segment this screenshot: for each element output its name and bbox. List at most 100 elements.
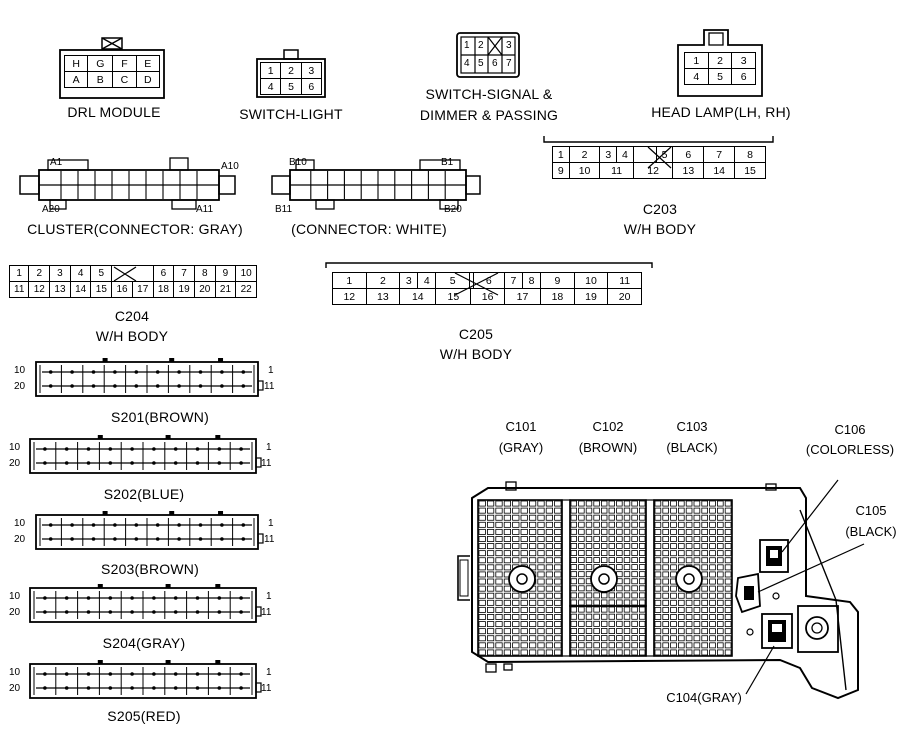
splice-pin-label: 1 — [266, 591, 272, 602]
splice-notch — [97, 584, 103, 588]
jb-terminal-cell — [520, 550, 528, 557]
jb-terminal-cell — [724, 564, 732, 571]
jb-terminal-cell — [495, 507, 503, 514]
jb-terminal-cell — [495, 585, 503, 592]
jb-terminal-cell — [578, 557, 585, 563]
splice-terminal — [86, 672, 91, 676]
jb-terminal-cell — [678, 635, 685, 642]
jb-terminal-cell — [495, 614, 503, 620]
jb-terminal-cell — [537, 557, 545, 564]
jb-terminal-cell — [545, 635, 554, 642]
c204-pin: 22 — [235, 281, 257, 298]
jb-terminal-cell — [578, 628, 585, 634]
jb-terminal-cell — [578, 521, 585, 528]
jb-terminal-cell — [570, 507, 577, 514]
splice-pin-label: 11 — [261, 683, 272, 694]
jb-terminal-cell — [578, 507, 585, 514]
jb-terminal-cell — [693, 642, 701, 649]
jb-terminal-cell — [478, 592, 486, 599]
jb-terminal-cell — [701, 599, 708, 606]
jb-terminal-cell — [724, 621, 732, 628]
jb-terminal-cell — [717, 606, 724, 613]
jb-terminal-cell — [709, 514, 716, 521]
jb-terminal-cell — [693, 635, 701, 642]
jb-terminal-cell — [529, 642, 537, 649]
jb-terminal-cell — [593, 606, 600, 613]
jb-terminal-cell — [717, 528, 724, 535]
c205-pin: 20 — [607, 288, 642, 305]
jb-terminal-cell — [662, 564, 669, 571]
jb-terminal-cell — [570, 606, 577, 613]
jb-terminal-cell — [662, 592, 669, 599]
jb-terminal-cell — [717, 500, 724, 507]
jb-terminal-cell — [529, 557, 537, 564]
jb-terminal-cell — [601, 543, 608, 549]
splice-terminal — [48, 537, 53, 541]
jb-terminal-cell — [529, 578, 537, 585]
jb-terminal-cell — [678, 557, 685, 564]
jb-terminal-cell — [724, 635, 732, 642]
jb-terminal-cell — [503, 500, 512, 507]
jb-terminal-cell — [495, 592, 503, 599]
jb-terminal-cell — [654, 621, 662, 628]
jb-terminal-cell — [529, 571, 537, 578]
splice-pin-label: 11 — [261, 458, 272, 469]
splice-terminal — [239, 447, 243, 451]
jb-terminal-cell — [478, 614, 486, 620]
jb-terminal-cell — [503, 599, 512, 606]
jb-terminal-cell — [608, 585, 615, 592]
jb-terminal-cell — [678, 614, 685, 620]
jb-terminal-cell — [670, 642, 677, 649]
switch-light-pin: 1 — [259, 62, 282, 79]
jb-terminal-cell — [537, 514, 545, 521]
jb-terminal-cell — [678, 592, 685, 599]
jb-terminal-cell — [654, 635, 662, 642]
c205-pin: 8 — [521, 272, 542, 289]
jb-connector-block — [477, 499, 563, 657]
jb-terminal-cell — [717, 628, 724, 635]
jb-terminal-cell — [724, 614, 732, 620]
jb-terminal-cell — [585, 564, 593, 571]
c203-pin: 12 — [632, 162, 674, 179]
jb-terminal-cell — [724, 628, 732, 635]
splice-terminal — [108, 461, 113, 465]
c204-pin: 17 — [131, 281, 154, 298]
jb-terminal-cell — [486, 564, 495, 571]
jb-terminal-cell — [654, 550, 662, 557]
jb-terminal-cell — [662, 599, 669, 606]
switch-signal-pin: 6 — [492, 58, 498, 69]
jb-terminal-cell — [631, 592, 638, 599]
jb-terminal-cell — [486, 536, 495, 542]
jb-terminal-cell — [724, 592, 732, 599]
splice-terminal — [173, 610, 178, 614]
jb-terminal-cell — [662, 500, 669, 507]
jb-terminal-cell — [554, 543, 562, 550]
jb-terminal-cell — [623, 642, 631, 649]
splice-terminal — [48, 370, 53, 374]
jb-terminal-cell — [616, 514, 623, 521]
jb-terminal-cell — [585, 507, 593, 514]
c203-name: C203 — [642, 201, 678, 217]
jb-terminal-cell — [724, 571, 732, 578]
jb-terminal-cell — [478, 578, 486, 585]
jb-terminal-cell — [495, 514, 503, 521]
jb-terminal-cell — [478, 599, 486, 606]
splice-terminal — [220, 537, 224, 541]
splice-terminal — [239, 686, 243, 690]
c204-pin: 9 — [214, 265, 237, 282]
jb-terminal-cell — [670, 578, 677, 585]
jb-terminal-cell — [724, 521, 732, 528]
jb-terminal-cell — [616, 628, 623, 634]
jb-terminal-cell — [570, 514, 577, 521]
jb-terminal-cell — [717, 521, 724, 528]
jb-terminal-cell — [593, 592, 600, 599]
splice-pin-label: 20 — [9, 458, 21, 469]
jb-terminal-cell — [601, 535, 608, 542]
jb-terminal-cell — [724, 557, 732, 564]
jb-terminal-cell — [520, 614, 528, 620]
switch-signal-pin: 7 — [506, 58, 512, 69]
jb-terminal-cell — [545, 528, 554, 535]
jb-terminal-cell — [631, 606, 638, 613]
jb-terminal-cell — [545, 585, 554, 592]
jb-terminal-cell — [662, 606, 669, 613]
